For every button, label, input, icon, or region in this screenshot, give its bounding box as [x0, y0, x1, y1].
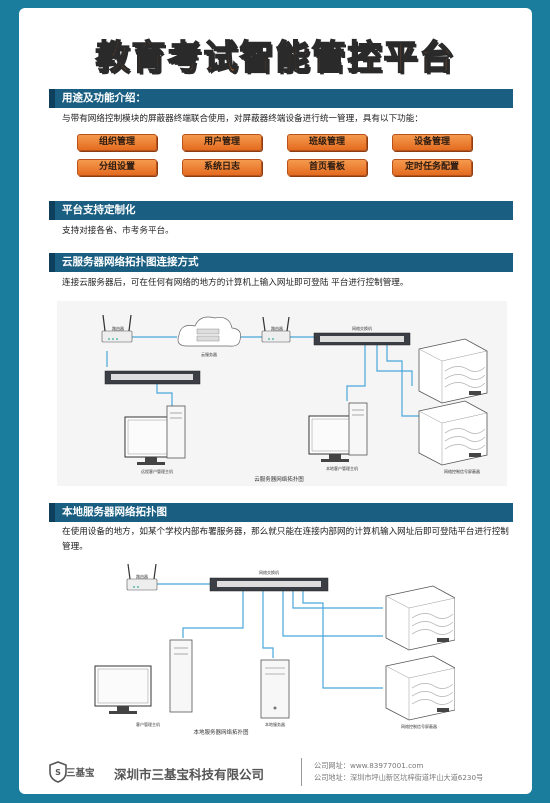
company-address: 公司地址：深圳市坪山新区坑梓街道坪山大道6230号 [314, 773, 484, 782]
jammer-device-icon [385, 585, 455, 651]
heading-accent [49, 89, 55, 108]
cloud-heading: 云服务器网络拓扑图连接方式 [62, 256, 199, 268]
feature-button-user[interactable]: 用户管理 [182, 134, 262, 151]
local-heading-bar: 本地服务器网络拓扑图 [49, 503, 513, 522]
logo-text: 三基宝 [66, 768, 95, 779]
title-wrap: 教育考试智能管控平台 [19, 30, 532, 79]
cloud-diagram-caption: 云服务器网络拓扑图 [254, 475, 304, 483]
switch-icon [104, 370, 201, 385]
jammer-device-icon [385, 655, 455, 721]
local-devices-label: 网络控制信号屏蔽器 [401, 723, 437, 729]
feature-button-device[interactable]: 设备管理 [392, 134, 472, 151]
local-heading: 本地服务器网络拓扑图 [62, 506, 167, 518]
page-title: 教育考试智能管控平台 [95, 37, 456, 78]
local-diagram-caption: 本地服务器网络拓扑图 [193, 728, 249, 736]
cloud-icon: 云服务器 [177, 316, 241, 357]
company-website[interactable]: 公司网址：www.83977001.com [314, 761, 424, 770]
svg-text:S: S [55, 768, 61, 777]
poster-card: 教育考试智能管控平台 用途及功能介绍： 与带有网络控制模块的屏蔽器终端联合使用，… [19, 8, 532, 794]
local-text: 在使用设备的地方，如某个学校内部布署服务器，那么就只能在连接内部网的计算机输入网… [62, 527, 509, 552]
shield-logo-icon: S [49, 761, 67, 783]
feature-button-dashboard[interactable]: 首页看板 [287, 159, 367, 176]
computer-icon: 客户管理主机 [94, 639, 193, 727]
footer-divider [301, 758, 302, 786]
cloud-heading-bar: 云服务器网络拓扑图连接方式 [49, 253, 513, 272]
feature-button-schedule[interactable]: 定时任务配置 [392, 159, 472, 176]
features-heading: 用途及功能介绍： [62, 92, 146, 104]
switch-icon: 网络交换机 [313, 325, 411, 346]
router-icon: 路由器 [126, 563, 158, 591]
cloud-pc-left-label: 远程客户管理主机 [141, 468, 173, 474]
router-icon: 路由器 [261, 316, 291, 343]
company-name: 深圳市三基宝科技有限公司 [114, 767, 265, 782]
cloud-router1-label: 路由器 [112, 325, 124, 331]
cloud-server-label: 云服务器 [201, 351, 217, 357]
local-pc-label: 客户管理主机 [136, 721, 160, 727]
router-icon: 路由器 [101, 314, 133, 343]
switch-icon: 网络交换机 [209, 569, 329, 592]
jammer-device-icon [418, 338, 488, 404]
server-tower-icon: 本地服务器 [260, 659, 290, 727]
custom-heading: 平台支持定制化 [62, 204, 136, 216]
footer: S 三基宝 深圳市三基宝科技有限公司 公司网址：www.83977001.com… [19, 753, 532, 793]
custom-text: 支持对接各省、市考务平台。 [62, 226, 174, 236]
local-router-label: 路由器 [136, 573, 148, 579]
features-heading-bar: 用途及功能介绍： [49, 89, 513, 108]
cloud-pc-right-label: 本地客户管理主机 [326, 465, 358, 471]
computer-icon: 远程客户管理主机 [124, 405, 186, 474]
jammer-device-icon [418, 400, 488, 466]
local-switch-label: 网络交换机 [259, 569, 279, 575]
local-topology-diagram: 路由器 网络交换机 客户管理主机 本地服务器 [94, 563, 455, 736]
cloud-router2-label: 路由器 [271, 325, 283, 331]
feature-button-org[interactable]: 组织管理 [77, 134, 157, 151]
heading-accent [49, 253, 55, 272]
feature-button-class[interactable]: 班级管理 [287, 134, 367, 151]
features-text: 与带有网络控制模块的屏蔽器终端联合使用，对屏蔽器终端设备进行统一管理，具有以下功… [62, 114, 423, 124]
computer-icon: 本地客户管理主机 [308, 402, 368, 471]
cloud-text: 连接云服务器后，可在任何有网络的地方的计算机上输入网址即可登陆 平台进行控制管理… [62, 278, 409, 288]
custom-heading-bar: 平台支持定制化 [49, 201, 513, 220]
feature-button-log[interactable]: 系统日志 [182, 159, 262, 176]
heading-accent [49, 503, 55, 522]
cloud-topology-diagram: 路由器 云服务器 路由器 网络交换机 [57, 301, 507, 486]
feature-button-group[interactable]: 分组设置 [77, 159, 157, 176]
cloud-switch-label: 网络交换机 [352, 325, 372, 331]
cloud-devices-label: 网络控制信号屏蔽器 [444, 468, 480, 474]
heading-accent [49, 201, 55, 220]
local-server-label: 本地服务器 [265, 721, 285, 727]
